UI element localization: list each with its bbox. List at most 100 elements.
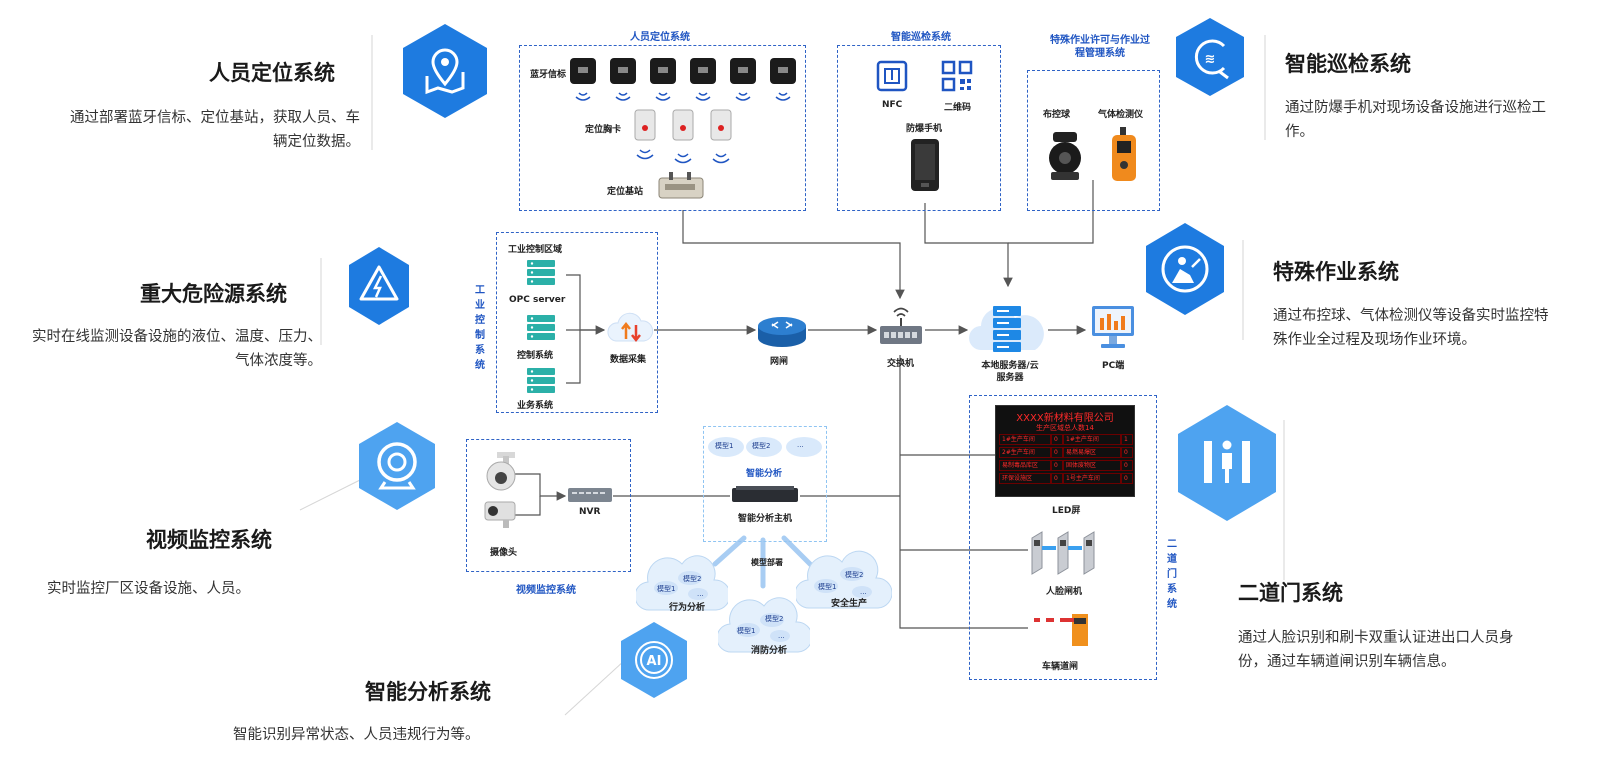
vehicle-barrier-icon: [1034, 614, 1088, 646]
led-cell: 环保设施区: [999, 473, 1051, 484]
card-label: 定位胸卡: [585, 125, 622, 135]
beacon-label: 蓝牙信标: [530, 70, 567, 80]
patrol-box: [837, 45, 1001, 211]
industrial-box: [496, 232, 658, 413]
bullet-camera-icon: [484, 501, 516, 528]
gas-detector-label: 气体检测仪: [1098, 110, 1144, 120]
server-cloud-icon: [969, 306, 1044, 352]
patrol-icon: ≋: [1176, 18, 1244, 96]
led-row: 易制毒品库区 0 固体废物区 0: [999, 460, 1133, 471]
data-collection-cloud-icon: [607, 312, 654, 343]
nfc-label: NFC: [882, 100, 903, 110]
patrol-system-title: 智能巡检系统: [1285, 52, 1411, 76]
led-cell: 易制毒品库区: [999, 460, 1051, 471]
gateway-label: 网闸: [770, 357, 789, 367]
model2-label: 模型2: [752, 442, 771, 450]
more-label: ...: [797, 441, 804, 449]
business-label: 业务系统: [517, 401, 554, 411]
gas-detector-icon: [1112, 127, 1136, 181]
model1-label: 模型1: [715, 442, 734, 450]
gate-box-title: 二道门系统: [1167, 539, 1177, 610]
analysis-host-icon: [732, 486, 798, 502]
base-station-icon: [658, 172, 704, 199]
host-label: 智能分析主机: [738, 514, 793, 524]
led-cell: 0: [1121, 460, 1133, 471]
behavior-more: ...: [697, 590, 704, 598]
led-label: LED屏: [1052, 506, 1081, 516]
analysis-system-desc: 智能识别异常状态、人员违规行为等。: [233, 727, 480, 743]
camera-label: 摄像头: [490, 548, 518, 558]
patrol-box-title: 智能巡检系统: [891, 32, 951, 43]
pc-monitor-icon: [1092, 306, 1134, 348]
led-cell: 1#主产车间: [1063, 434, 1121, 445]
safety-more: ...: [860, 588, 867, 596]
face-gate-icon: [1031, 531, 1095, 575]
analysis-system-title: 智能分析系统: [365, 680, 491, 704]
special-system-title: 特殊作业系统: [1273, 260, 1399, 284]
server-stack-icons: [527, 260, 555, 393]
opc-label: OPC server: [509, 295, 566, 305]
phone-label: 防爆手机: [906, 124, 943, 134]
led-cell: 0: [1051, 447, 1063, 458]
special-system-desc: 通过布控球、气体检测仪等设备实时监控特殊作业全过程及现场作业环境。: [1273, 308, 1549, 348]
permit-box: [1027, 70, 1160, 211]
positioning-box-title: 人员定位系统: [630, 32, 690, 43]
permit-box-title: 特殊作业许可与作业过程管理系统: [1050, 35, 1150, 59]
gateway-router-icon: [758, 317, 806, 347]
patrol-system-desc: 通过防爆手机对现场设备设施进行巡检工作。: [1285, 100, 1546, 140]
led-subtitle: 生产区域总人数14: [1036, 424, 1094, 432]
qr-code-icon: [941, 60, 973, 92]
nvr-icon: [568, 488, 612, 502]
face-gate-label: 人脸闸机: [1046, 587, 1083, 597]
industrial-box-title: 工业控制系统: [475, 285, 485, 371]
worker-icon: [1146, 223, 1224, 315]
led-screen: XXXX新材料有限公司 生产区域总人数14 1#生产车间 0 1#主产车间 1 …: [995, 405, 1135, 497]
ball-camera-label: 布控球: [1043, 110, 1071, 120]
ball-camera-icon: [1049, 132, 1081, 180]
led-row: 2#生产车间 0 易燃易爆区 0: [999, 447, 1133, 458]
dome-camera-icon: [486, 452, 516, 491]
zone-label: 工业控制区域: [508, 245, 563, 255]
svg-text:AI: AI: [647, 654, 662, 669]
positioning-box: [519, 45, 806, 211]
hazard-system-desc: 实时在线监测设备设施的液位、温度、压力、气体浓度等。: [32, 329, 322, 369]
warning-lightning-icon: [349, 247, 409, 325]
model-clouds-top: [708, 437, 822, 457]
webcam-icon: [359, 422, 435, 510]
led-cell: 2#生产车间: [999, 447, 1051, 458]
data-collection-label: 数据采集: [610, 355, 647, 365]
ai-analysis-box: [703, 426, 827, 542]
video-box: [466, 439, 631, 572]
led-cell: 0: [1051, 434, 1063, 445]
server-label: 本地服务器/云服务器: [981, 361, 1039, 383]
gate-system-title: 二道门系统: [1238, 581, 1343, 605]
safety-model1: 模型1: [818, 583, 837, 591]
safety-label: 安全生产: [831, 599, 868, 609]
door-person-icon: [1178, 405, 1276, 521]
ai-icon: AI: [621, 622, 687, 698]
video-box-title: 视频监控系统: [516, 585, 576, 596]
led-cell: 固体废物区: [1063, 460, 1121, 471]
explosion-proof-phone-icon: [911, 139, 939, 191]
led-cell: 0: [1051, 473, 1063, 484]
station-label: 定位基站: [607, 187, 644, 197]
led-cell: 0: [1121, 473, 1133, 484]
fire-model2: 模型2: [765, 615, 784, 623]
pc-label: PC端: [1102, 361, 1125, 371]
nfc-icon: [876, 60, 908, 92]
safety-model2: 模型2: [845, 571, 864, 579]
led-title: XXXX新材料有限公司: [1016, 413, 1114, 424]
vehicle-barrier-label: 车辆道闸: [1042, 662, 1079, 672]
nvr-label: NVR: [579, 507, 601, 517]
switch-label: 交换机: [887, 359, 915, 369]
led-cell: 1号主产车间: [1063, 473, 1121, 484]
led-cell: 1#生产车间: [999, 434, 1051, 445]
video-system-title: 视频监控系统: [146, 528, 272, 552]
behavior-model1: 模型1: [657, 585, 676, 593]
location-map-icon: [403, 24, 487, 118]
led-cell: 1: [1121, 434, 1133, 445]
behavior-label: 行为分析: [669, 603, 706, 613]
led-cell: 0: [1051, 460, 1063, 471]
